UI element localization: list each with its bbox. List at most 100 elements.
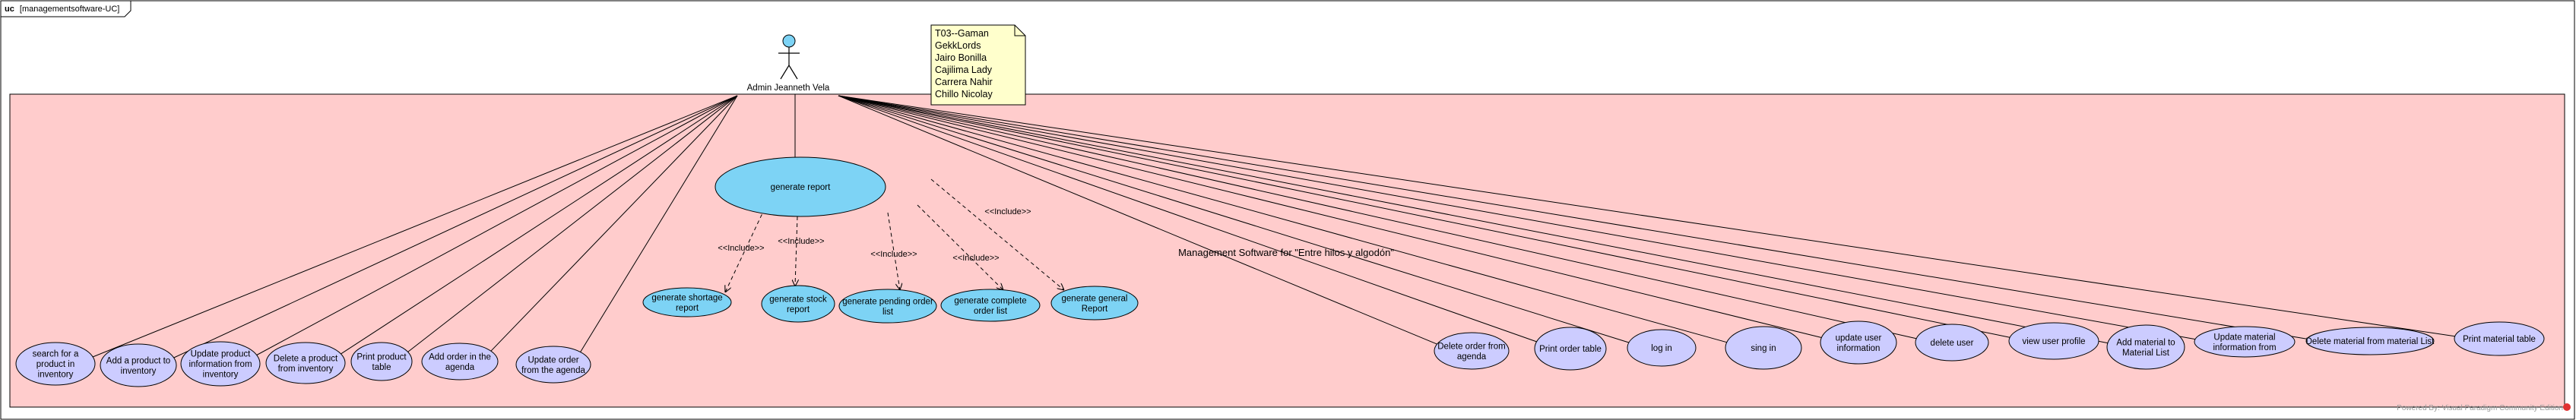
use-case-label: generate complete bbox=[954, 296, 1026, 305]
use-case-complete-report[interactable]: generate complete order list bbox=[940, 289, 1041, 322]
use-case-log-in[interactable]: log in bbox=[1627, 329, 1697, 367]
association-line bbox=[341, 95, 738, 355]
use-case-label: generate general bbox=[1062, 294, 1128, 303]
use-case-print-material[interactable]: Print material table bbox=[2454, 321, 2545, 356]
frame-tab bbox=[0, 0, 131, 17]
use-case-ellipse bbox=[265, 342, 346, 384]
use-case-ellipse bbox=[515, 346, 591, 384]
use-case-ellipse bbox=[838, 289, 937, 324]
association-line bbox=[256, 95, 738, 355]
use-case-ellipse bbox=[1915, 324, 1989, 362]
note[interactable]: T03--Gaman GekkLords Jairo Bonilla Cajil… bbox=[930, 24, 1026, 106]
svg-text:T03--Gaman GekkLords: T03--Gaman GekkLords Jairo Bonilla Cajil… bbox=[935, 28, 995, 99]
association-lines bbox=[93, 94, 2455, 358]
use-case-label: delete user bbox=[1931, 339, 1974, 348]
use-case-ellipse bbox=[100, 343, 177, 387]
include-label: <<Include>> bbox=[718, 244, 764, 253]
association-line bbox=[838, 95, 2308, 339]
use-case-label: table bbox=[372, 363, 391, 372]
frame-name: [managementsoftware-UC] bbox=[20, 5, 119, 14]
use-case-ellipse bbox=[1725, 326, 1802, 370]
use-case-label: Report bbox=[1082, 305, 1108, 314]
frame-keyword: uc bbox=[5, 5, 14, 14]
use-case-label: Print product bbox=[356, 352, 407, 362]
note-line: Carrera Nahir bbox=[935, 77, 993, 87]
association-line bbox=[580, 95, 738, 352]
use-case-label: agenda bbox=[1457, 352, 1487, 362]
use-case-label: Print material table bbox=[2463, 335, 2536, 344]
use-case-label: Delete order from bbox=[1437, 342, 1505, 351]
include-label: <<Include>> bbox=[870, 250, 917, 259]
use-case-label: from inventory bbox=[278, 365, 334, 374]
use-case-add-material[interactable]: Add material to Material List bbox=[2106, 324, 2185, 370]
association-line bbox=[838, 95, 1537, 343]
use-case-label: Add material to bbox=[2116, 338, 2175, 347]
association-line bbox=[838, 95, 1630, 343]
svg-text:uc [managementsoftware-U: uc [managementsoftware-UC] bbox=[5, 5, 119, 14]
note-fold bbox=[1014, 25, 1025, 36]
use-case-label: search for a bbox=[33, 350, 79, 359]
use-case-ellipse bbox=[2194, 326, 2296, 358]
footer-credit: Powered By: Visual Paradigm Community Ed… bbox=[2397, 404, 2563, 412]
use-case-label: Update material bbox=[2213, 333, 2275, 342]
use-case-label: generate stock bbox=[769, 295, 827, 304]
use-case-label: inventory bbox=[121, 367, 157, 376]
use-case-label: product in bbox=[36, 360, 75, 369]
use-case-generate-report[interactable]: generate report bbox=[714, 156, 886, 217]
use-case-ellipse bbox=[714, 156, 886, 217]
use-case-pending-report[interactable]: generate pending order list bbox=[838, 289, 937, 324]
use-case-label: report bbox=[676, 304, 699, 313]
use-case-ellipse bbox=[1534, 327, 1607, 371]
use-case-label: Material List bbox=[2122, 349, 2170, 358]
actor-left-leg bbox=[780, 65, 790, 80]
use-case-label: inventory bbox=[38, 371, 74, 380]
use-case-label: Delete material from material List bbox=[2306, 337, 2435, 346]
use-case-label: from the agenda bbox=[521, 366, 585, 375]
actor-name: Admin Jeanneth Vela bbox=[747, 84, 830, 93]
use-case-view-profile[interactable]: view user profile bbox=[2008, 322, 2099, 360]
use-case-label: information from bbox=[2213, 343, 2276, 352]
use-case-print-order-table[interactable]: Print order table bbox=[1534, 327, 1607, 371]
use-case-delete-material[interactable]: Delete material from material List bbox=[2305, 327, 2435, 355]
association-line bbox=[838, 95, 2196, 340]
association-line bbox=[490, 95, 738, 352]
use-case-ellipse bbox=[1050, 286, 1139, 321]
actor[interactable]: Admin Jeanneth Vela bbox=[747, 34, 830, 93]
actor-right-leg bbox=[788, 65, 798, 80]
use-case-ellipse bbox=[180, 341, 261, 387]
use-case-ellipse bbox=[642, 287, 732, 317]
use-case-label: generate pending order bbox=[842, 297, 933, 306]
use-case-label: order list bbox=[974, 307, 1008, 316]
use-case-ellipse bbox=[1627, 329, 1697, 367]
use-case-sing-in[interactable]: sing in bbox=[1725, 326, 1802, 370]
include-relations: <<Include>><<Include>><<Include>><<Inclu… bbox=[718, 178, 1064, 292]
use-case-label: inventory bbox=[203, 371, 239, 380]
use-case-delete-user[interactable]: delete user bbox=[1915, 324, 1989, 362]
use-case-label: list bbox=[882, 308, 894, 317]
use-case-label: Print order table bbox=[1539, 345, 1602, 354]
use-case-label: generate report bbox=[771, 183, 831, 192]
system-name: Management Software for "Entre hilos y a… bbox=[1178, 247, 1394, 258]
association-line bbox=[838, 95, 1822, 338]
use-case-ellipse bbox=[940, 289, 1041, 322]
use-case-ellipse bbox=[1434, 332, 1510, 370]
vp-logo-icon bbox=[2563, 403, 2571, 411]
use-case-label: Add order in the bbox=[429, 352, 491, 362]
association-line bbox=[838, 95, 2455, 337]
association-line bbox=[173, 95, 738, 358]
use-case-label: information bbox=[1837, 344, 1881, 353]
